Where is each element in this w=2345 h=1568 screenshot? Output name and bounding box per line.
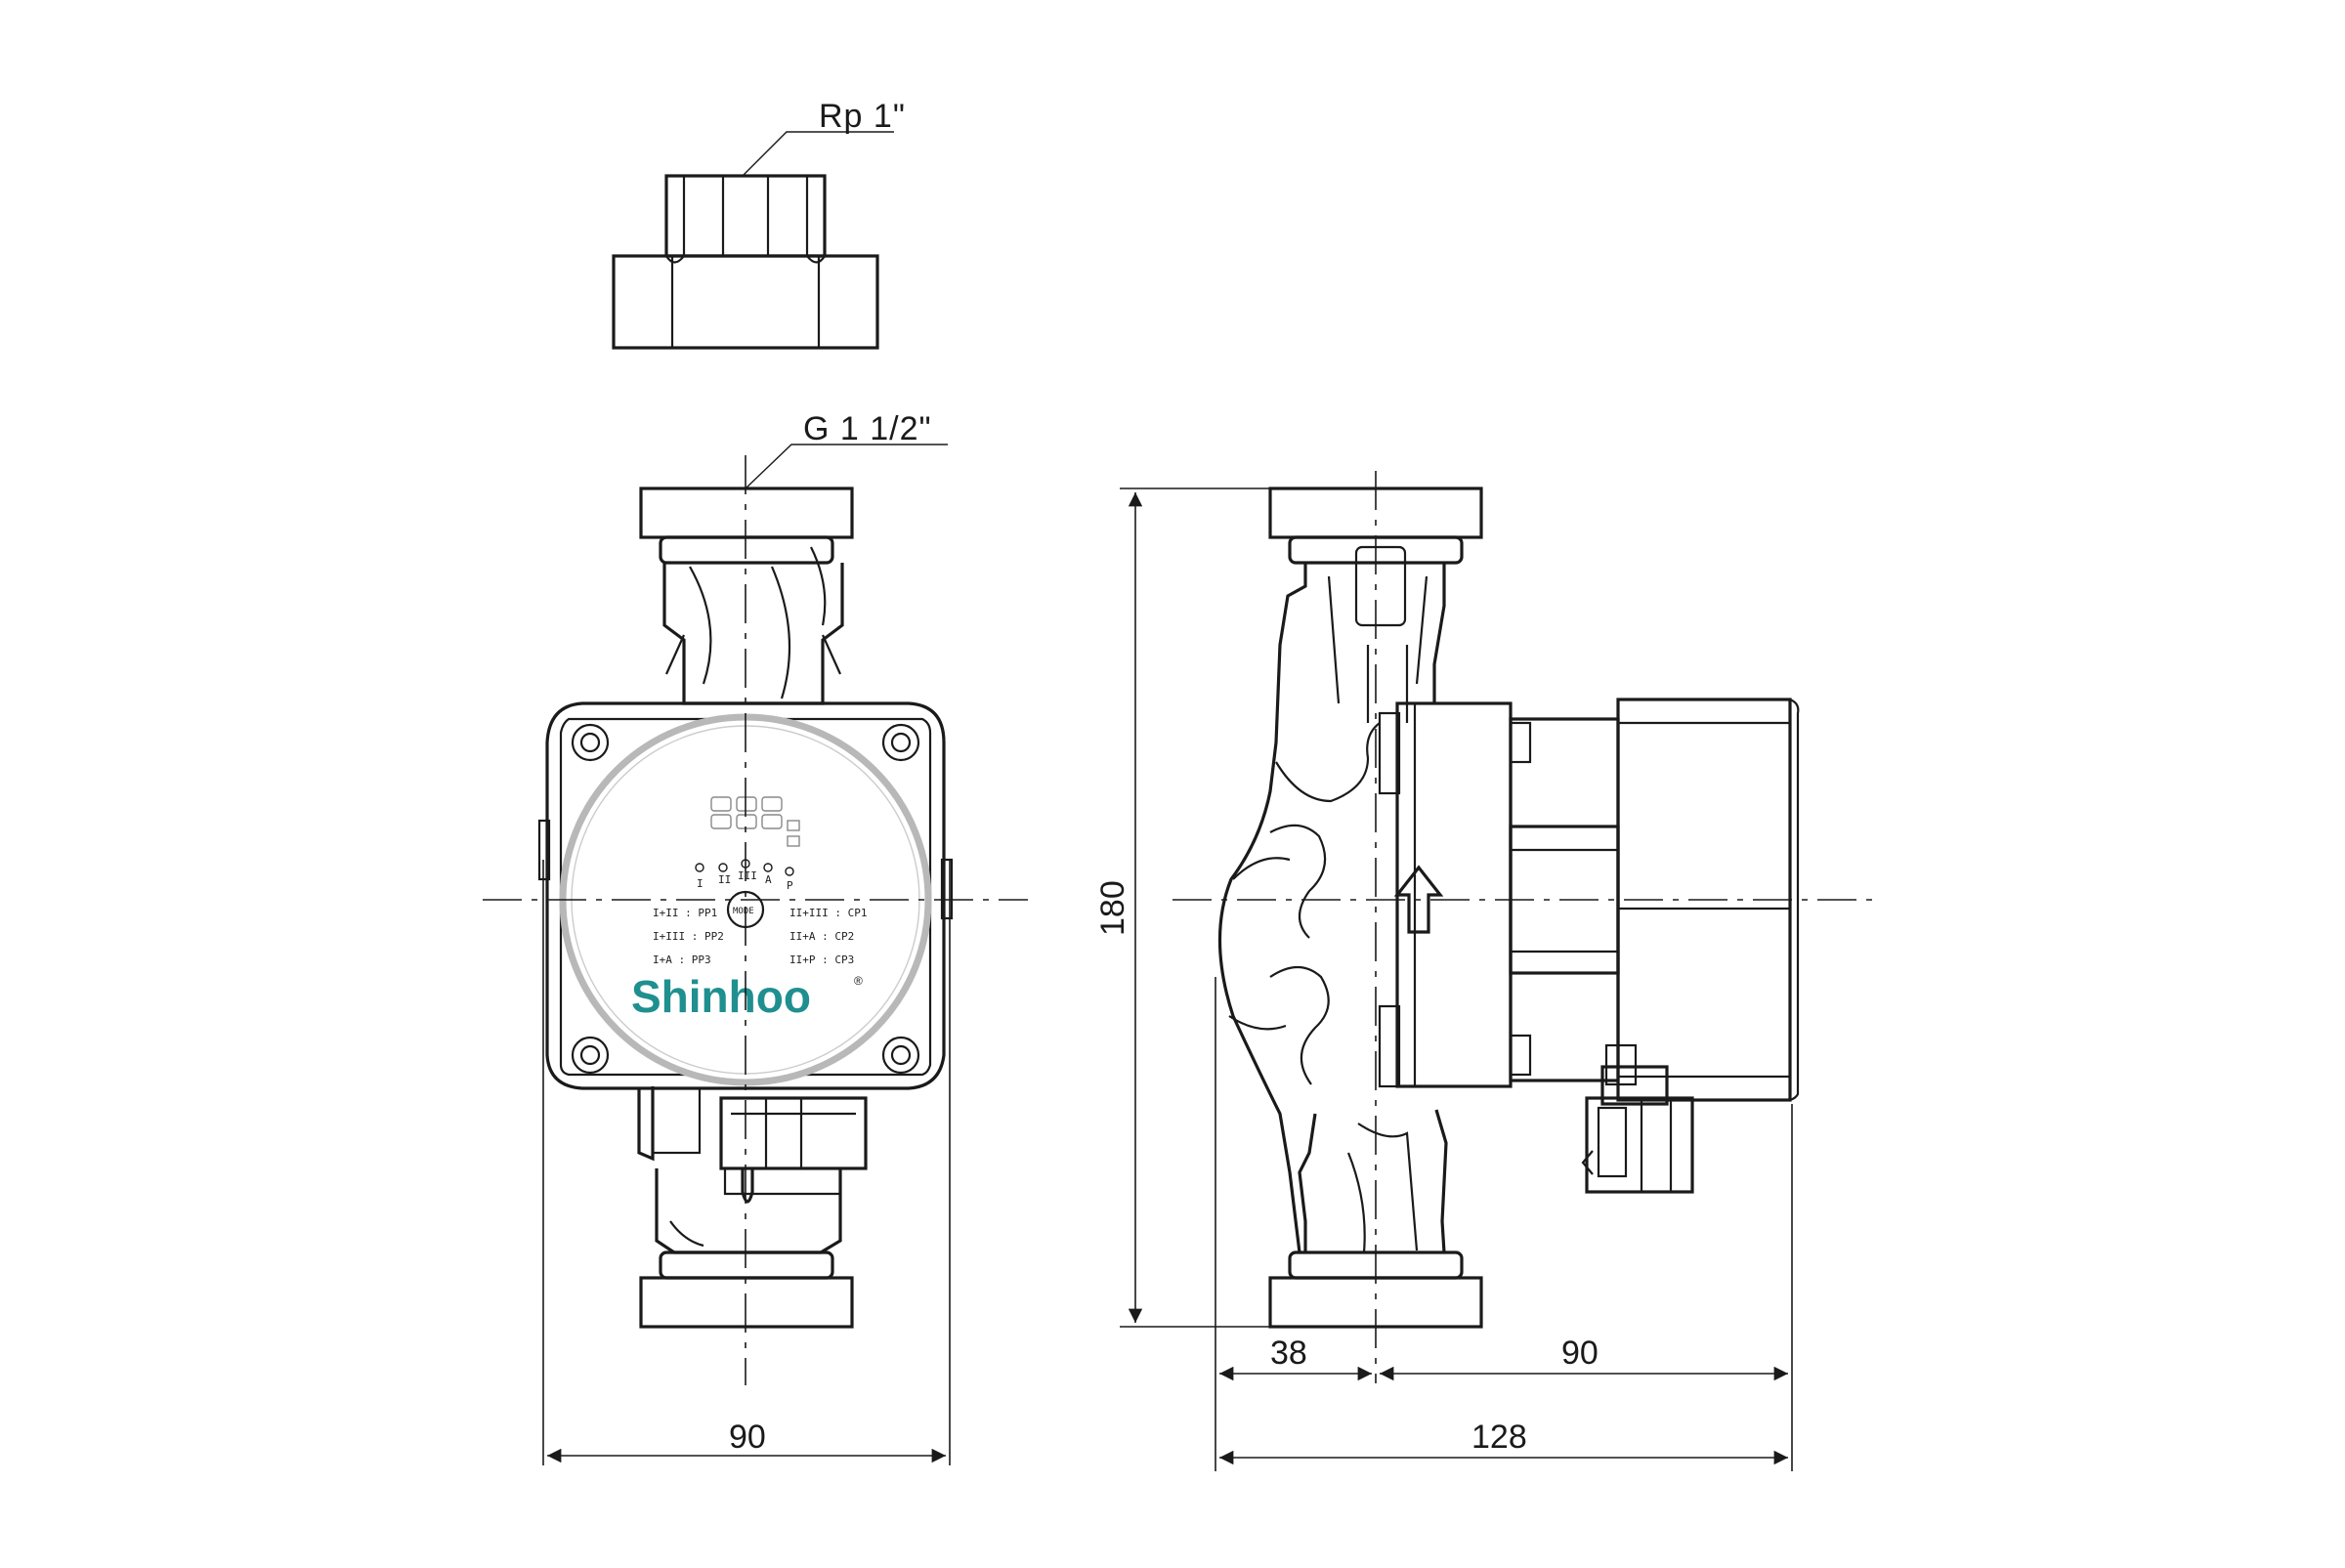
- indicator-a: A: [765, 873, 772, 886]
- indicator-3: III: [738, 869, 757, 882]
- callout-g112: G 1 1/2": [803, 410, 932, 447]
- indicator-1: I: [697, 877, 704, 890]
- dim-side-total-label: 128: [1471, 1419, 1527, 1456]
- mode-cp3: II+P : CP3: [789, 954, 854, 966]
- dim-front-width-label: 90: [729, 1419, 766, 1456]
- pipe-fitting-view: Rp 1": [612, 98, 906, 350]
- dim-side-bottom: 38 90 128: [1215, 977, 1793, 1471]
- registered-mark: ®: [854, 974, 863, 988]
- mode-pp1: I+II : PP1: [653, 907, 717, 919]
- mode-list-right: II+III : CP1 II+A : CP2 II+P : CP3: [789, 907, 867, 966]
- dim-side-left-label: 38: [1270, 1335, 1307, 1372]
- callout-rp1: Rp 1": [819, 98, 906, 135]
- brand-logo: Shinhoo: [631, 971, 811, 1022]
- dim-side-right-label: 90: [1561, 1335, 1599, 1372]
- indicator-p: P: [787, 879, 793, 892]
- led-display: [710, 796, 800, 847]
- mode-button-label: MODE: [733, 907, 754, 916]
- mode-pp3: I+A : PP3: [653, 954, 711, 966]
- mode-list-left: I+II : PP1 I+III : PP2 I+A : PP3: [653, 907, 724, 966]
- dim-front-width: 90: [542, 860, 951, 1465]
- dim-side-height: 180: [1094, 487, 1276, 1328]
- mode-pp2: I+III : PP2: [653, 930, 724, 943]
- mode-cp1: II+III : CP1: [789, 907, 867, 919]
- mode-indicators: I II III A P: [695, 859, 794, 892]
- dim-side-height-label: 180: [1094, 880, 1131, 936]
- pump-front-view: I II III A P MODE I+II : PP1 I+III : PP2…: [483, 455, 1028, 1385]
- pump-side-view: [1172, 471, 1872, 1383]
- mode-cp2: II+A : CP2: [789, 930, 854, 943]
- indicator-2: II: [718, 873, 731, 886]
